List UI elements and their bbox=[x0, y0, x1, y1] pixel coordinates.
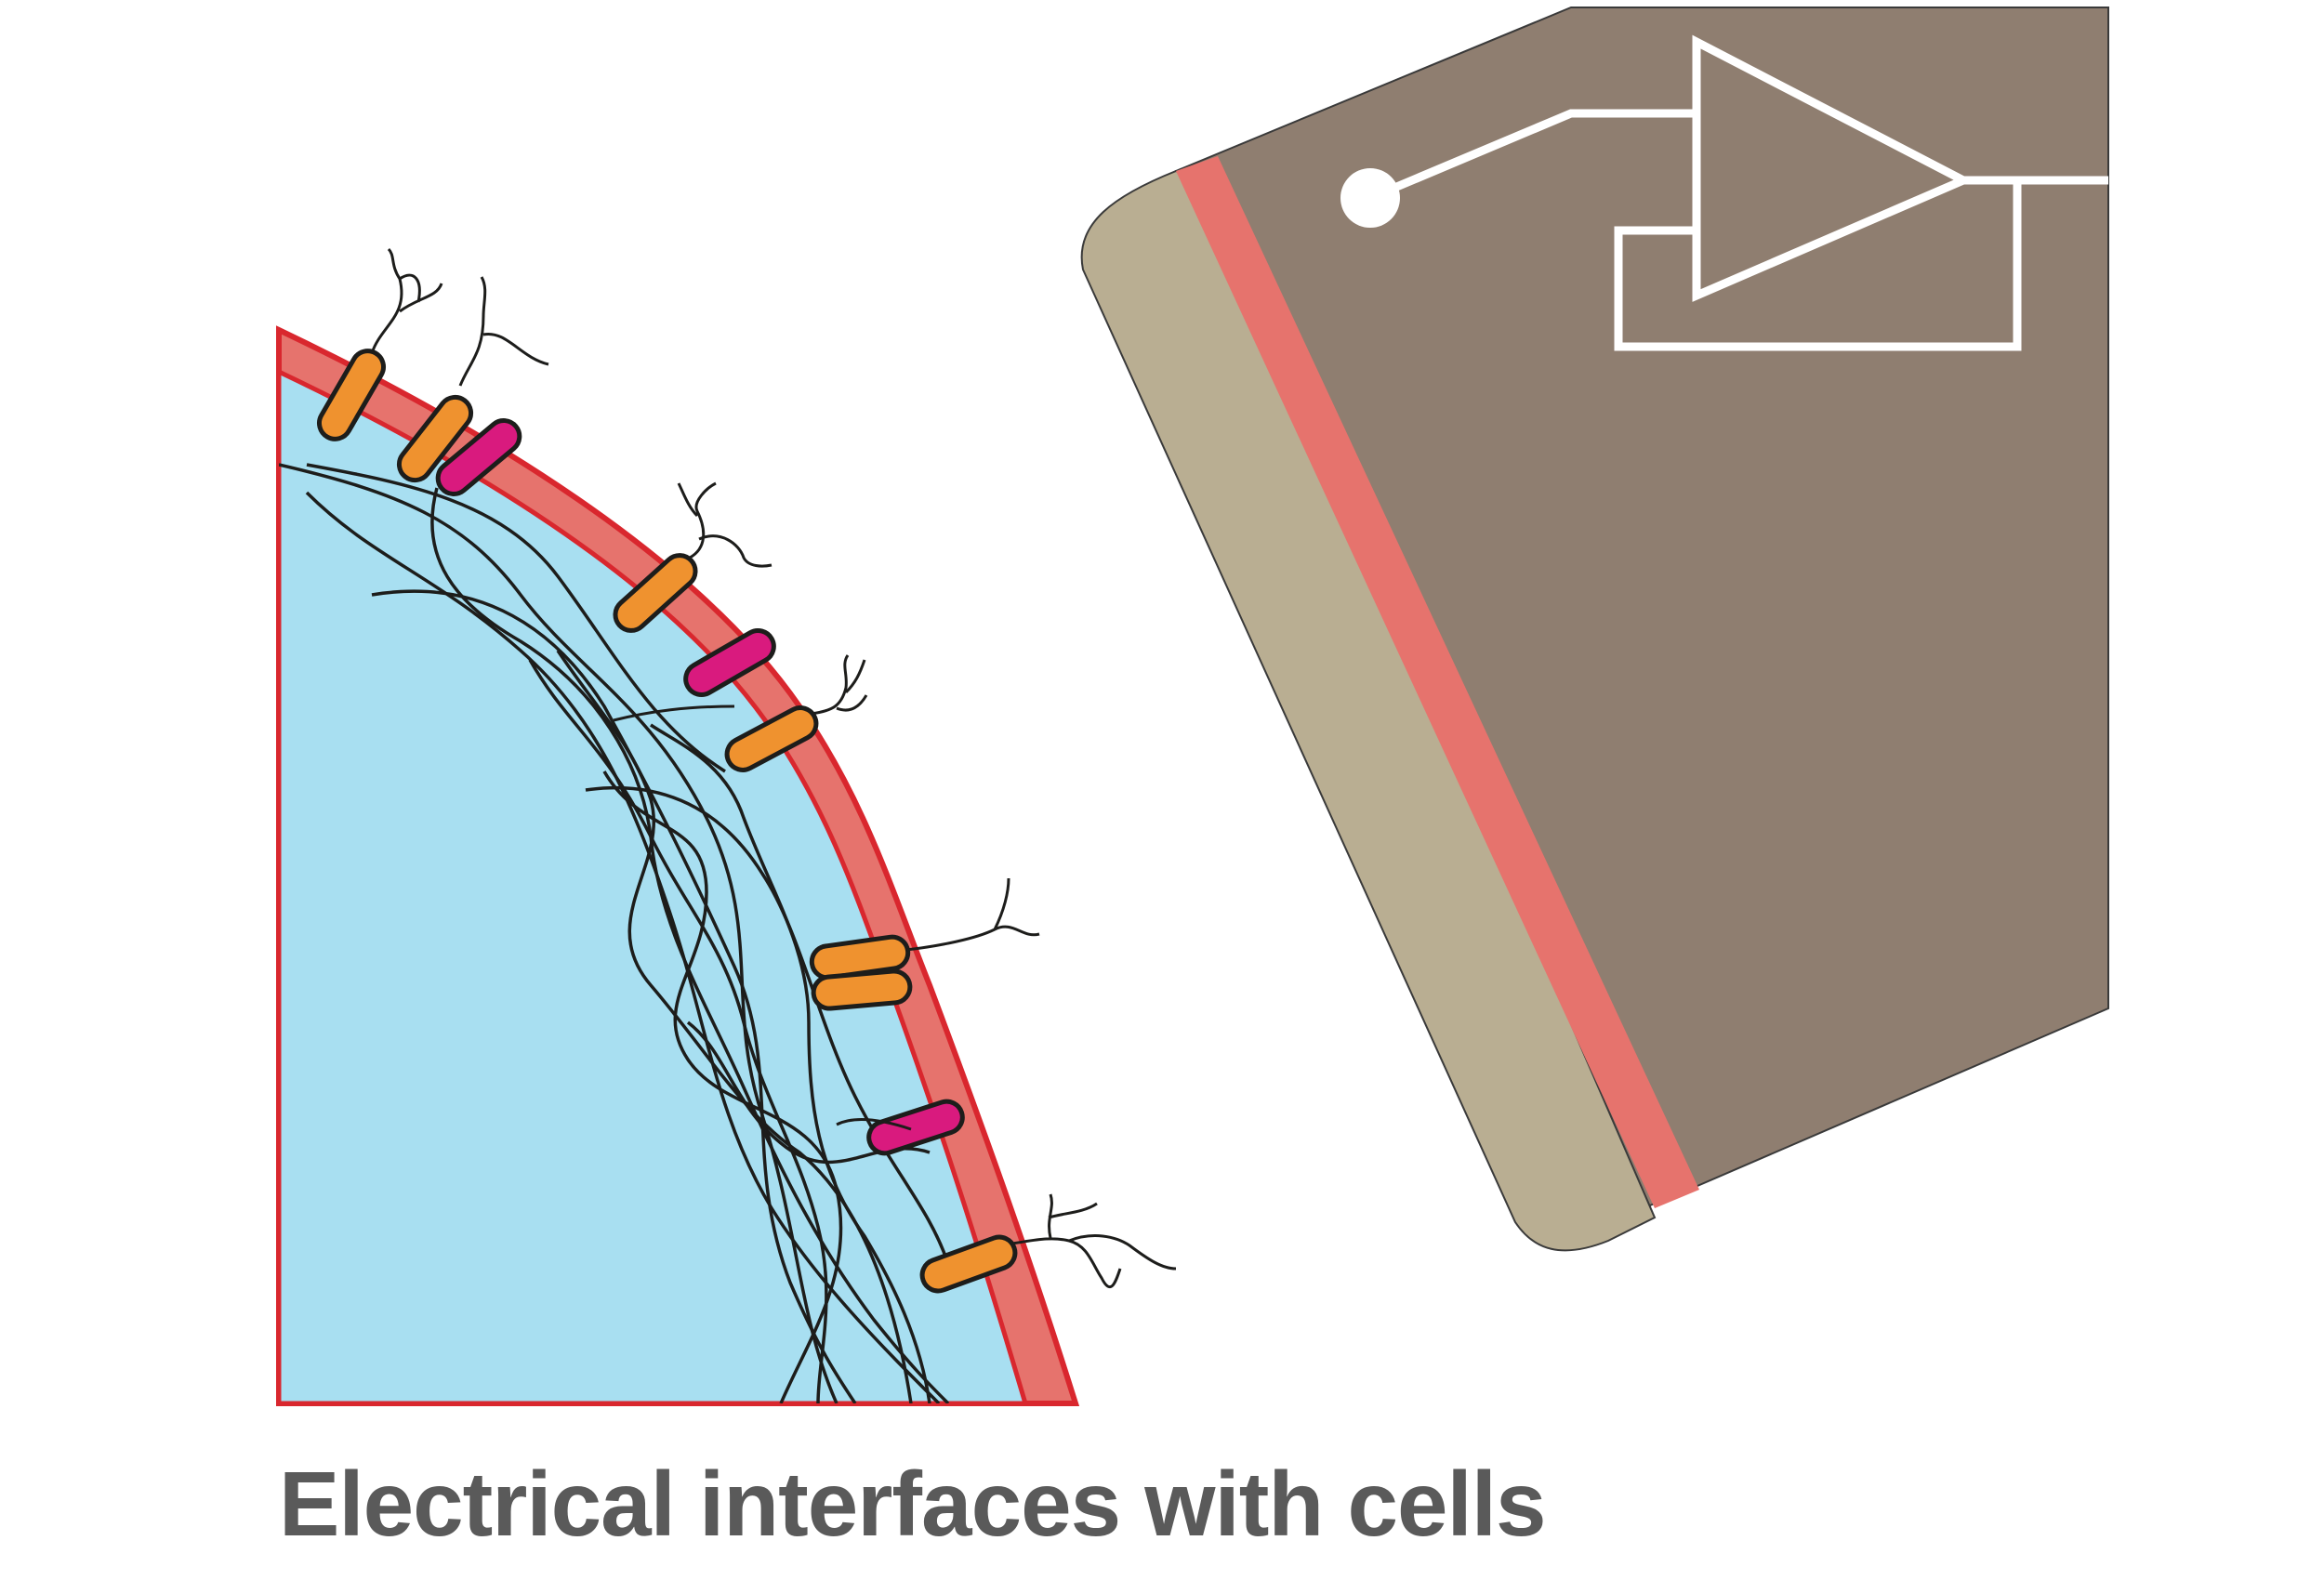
ion-channel-orange bbox=[724, 705, 819, 772]
glycan-branch bbox=[370, 247, 443, 354]
cell bbox=[276, 247, 1177, 1406]
input-wire bbox=[1368, 109, 1697, 203]
glycan-branch bbox=[1010, 1193, 1177, 1289]
filament bbox=[371, 589, 857, 1403]
ion-channels bbox=[317, 349, 1018, 1294]
filament bbox=[528, 659, 828, 1403]
glycan-branch bbox=[613, 704, 735, 722]
ion-channel-orange bbox=[919, 1234, 1018, 1294]
ion-channel-magenta bbox=[866, 1099, 965, 1156]
electrode bbox=[1080, 7, 2109, 1252]
feedback-loop bbox=[1614, 180, 2022, 351]
ion-channel-orange bbox=[317, 349, 386, 441]
filament bbox=[430, 487, 950, 1403]
ion-channel-orange bbox=[613, 553, 698, 633]
glycan-branches bbox=[370, 247, 1177, 1289]
glycan-branch bbox=[905, 877, 1040, 952]
glycan-branch bbox=[458, 276, 549, 387]
glycan-branch bbox=[836, 1118, 912, 1131]
electrode-tip bbox=[1080, 169, 1657, 1252]
electrode-interface-layer bbox=[1176, 156, 1699, 1208]
op-amp-triangle-icon bbox=[1692, 34, 1974, 302]
filament bbox=[650, 723, 931, 1403]
ion-channel-magenta bbox=[683, 628, 776, 697]
filament bbox=[306, 463, 726, 773]
filament bbox=[602, 770, 843, 1403]
filament bbox=[585, 785, 950, 1265]
ion-channel-magenta bbox=[435, 418, 522, 496]
figure-caption: Electrical interfaces with cells bbox=[279, 1453, 1546, 1555]
filament bbox=[279, 463, 838, 1403]
glycan-branch bbox=[677, 481, 772, 568]
ion-channel-orange bbox=[396, 394, 474, 483]
glycan-branch bbox=[810, 654, 868, 716]
amplifier-circuit bbox=[1340, 34, 2108, 351]
cell-cytoplasm bbox=[276, 368, 1029, 1406]
ion-channel-orange bbox=[811, 968, 913, 1011]
